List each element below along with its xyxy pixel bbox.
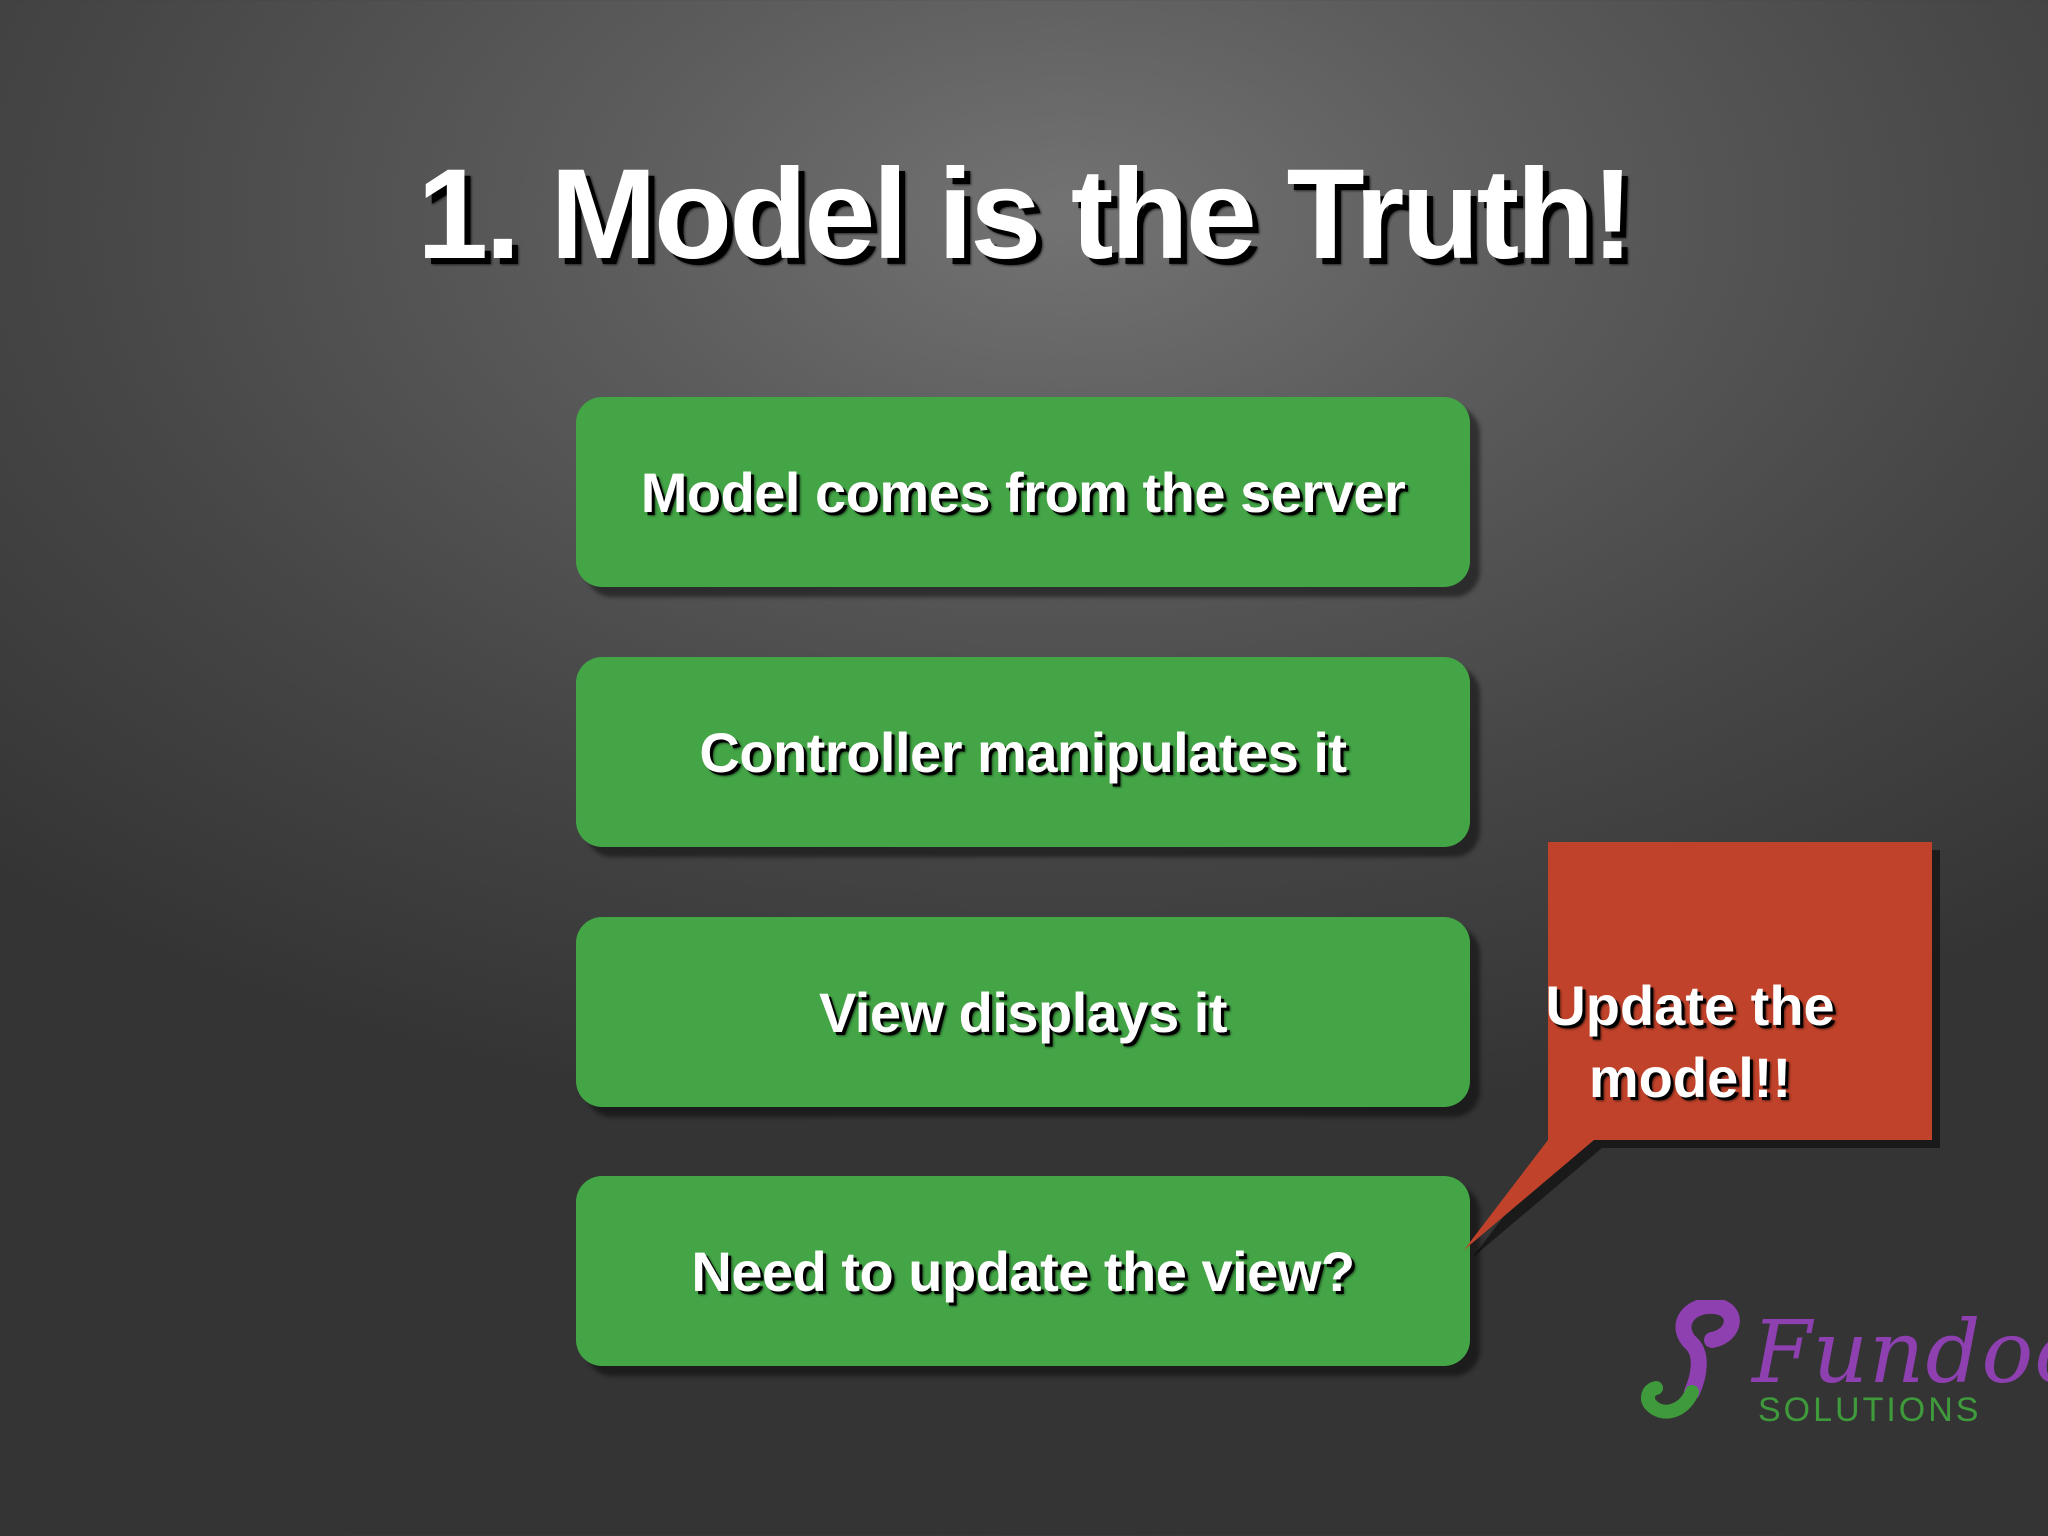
step-box-model-from-server: Model comes from the server [576, 397, 1470, 587]
step-box-update-view: Need to update the view? [576, 1176, 1470, 1366]
slide-title: 1. Model is the Truth! [416, 143, 1634, 286]
speech-bubble-fill [1464, 842, 1932, 1250]
step-box-view-displays: View displays it [576, 917, 1470, 1107]
step-label: View displays it [818, 980, 1228, 1044]
step-label: Need to update the view? [691, 1239, 1355, 1303]
speech-bubble-shape [1464, 842, 1940, 1258]
step-box-controller-manipulates: Controller manipulates it [576, 657, 1470, 847]
fundoo-solutions-logo: Fundoo SOLUTIONS [1640, 1300, 2048, 1440]
callout-text: Update the model!! [1545, 974, 1835, 1109]
logo-tagline: SOLUTIONS [1758, 1391, 1982, 1429]
step-label: Controller manipulates it [699, 720, 1347, 784]
speech-bubble-callout: Update the model!! [1464, 840, 1944, 1258]
logo-swirl-icon [1641, 1300, 1740, 1419]
step-label: Model comes from the server [640, 460, 1406, 524]
logo-name: Fundoo [1752, 1303, 2048, 1403]
